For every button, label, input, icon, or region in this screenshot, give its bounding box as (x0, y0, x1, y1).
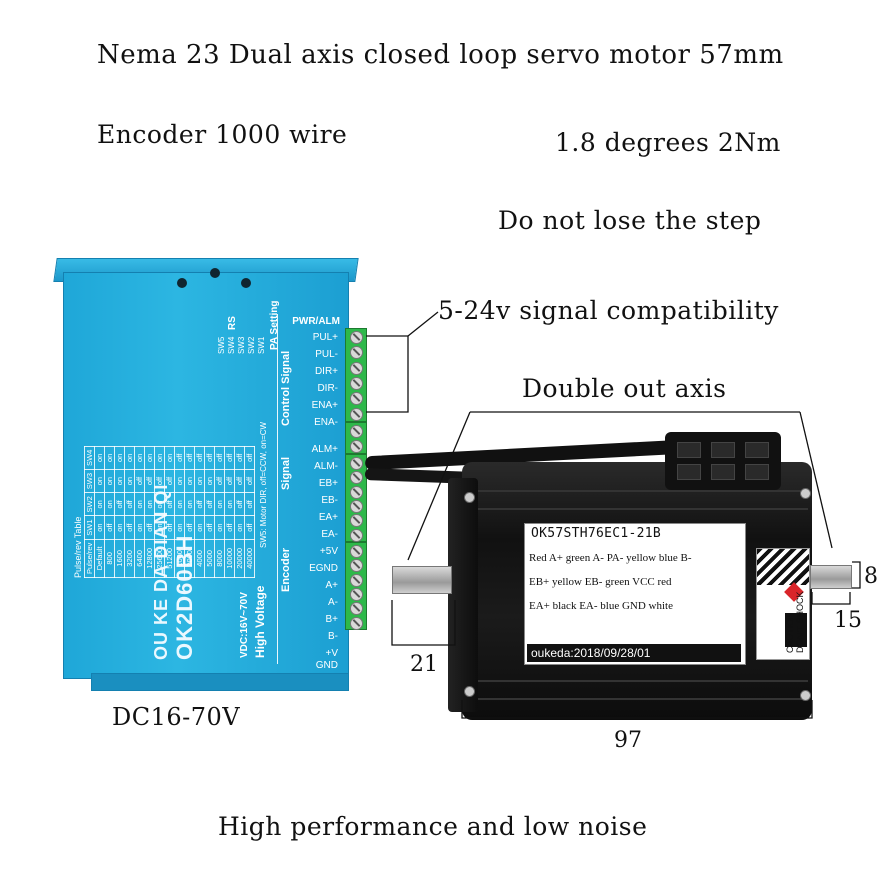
connector-pin-slot (711, 442, 735, 458)
connector-pin-slot (745, 464, 769, 480)
rear-shaft (810, 565, 852, 589)
rear-screw (800, 488, 811, 499)
step-caption: 1.8 degrees 2Nm (555, 128, 781, 157)
connector-pin-slot (711, 464, 735, 480)
terminal-screw (350, 485, 363, 499)
terminal-screw (350, 616, 363, 630)
motor-flange (448, 478, 478, 712)
terminal-label: ALM+ (311, 444, 338, 455)
terminal-label: PUL- (315, 349, 338, 360)
terminal-screw (350, 440, 363, 453)
terminal-screw (350, 602, 363, 616)
terminal-screw (350, 471, 363, 485)
terminal-label: B- (328, 631, 338, 642)
front-shaft (392, 566, 452, 594)
mount-hole (210, 268, 220, 278)
terminal-screw (350, 457, 363, 470)
mount-hole (177, 278, 187, 288)
motor-fin (478, 508, 808, 510)
terminal-screw (350, 346, 363, 360)
terminal-labels: PWR/ALM Control Signal Signal Encoder PU… (277, 314, 342, 671)
wiring-line: Red A+ green A- PA- yellow blue B- (529, 552, 692, 564)
encoder-connector (665, 432, 781, 490)
performance-caption: High performance and low noise (218, 812, 648, 841)
signal-caption: 5-24v signal compatibility (438, 296, 779, 325)
pwr-alm-label: PWR/ALM (292, 316, 340, 327)
terminal-screw (350, 588, 363, 601)
dim-front-shaft: 21 (410, 652, 438, 677)
terminal-block-encoder (345, 454, 367, 542)
servo-driver: OU KE DA DIAN QI OK2D60BH VDC:16V~70V Hi… (53, 258, 359, 691)
terminal-screw (350, 528, 363, 542)
mount-hole (241, 278, 251, 288)
connector-pin-slot (745, 442, 769, 458)
terminal-label: ALM- (314, 461, 338, 472)
terminal-label: EA- (321, 529, 338, 540)
sticker-black-block (785, 613, 807, 647)
terminal-block-alarm (345, 422, 367, 454)
motor-fin (478, 490, 808, 492)
hazard-stripes (757, 549, 809, 585)
terminal-label: EB- (321, 495, 338, 506)
terminal-label: EGND (309, 563, 338, 574)
terminal-screw (350, 331, 363, 344)
flange-screw (464, 492, 475, 503)
terminal-label: +5V (319, 546, 338, 557)
terminal-label: A+ (325, 580, 338, 591)
motor-fin (478, 698, 808, 700)
connector-pin-slot (677, 464, 701, 480)
terminal-screw (350, 425, 363, 438)
terminal-screw (350, 559, 363, 573)
terminal-label: ENA- (314, 417, 338, 428)
rear-screw (800, 690, 811, 701)
terminal-screw (350, 377, 363, 390)
terminal-screw (350, 573, 363, 587)
terminal-block-power (345, 542, 367, 630)
connector-pin-slot (677, 442, 701, 458)
encoder-caption: Encoder 1000 wire (97, 120, 348, 149)
voltage-caption: DC16-70V (112, 703, 241, 731)
double-axis-caption: Double out axis (522, 374, 727, 403)
terminal-screw (350, 500, 363, 513)
wiring-line: EB+ yellow EB- green VCC red (529, 576, 672, 588)
terminal-screw (350, 392, 363, 406)
motor-label: OK57STH76EC1-21B Red A+ green A- PA- yel… (524, 523, 746, 665)
terminal-label: A- (328, 597, 338, 608)
terminal-screw (350, 361, 363, 375)
caution-sticker: CAUTION DON'T SHOCK (756, 548, 810, 660)
terminal-screw (350, 407, 363, 421)
dim-rear-shaft-len: 15 (834, 608, 862, 633)
terminal-label: GND (315, 660, 338, 671)
terminal-label: DIR- (317, 383, 338, 394)
title-caption: Nema 23 Dual axis closed loop servo moto… (97, 40, 784, 70)
wiring-line: EA+ black EA- blue GND white (529, 600, 673, 612)
dim-body-length: 97 (614, 728, 642, 753)
terminal-label: DIR+ (314, 366, 338, 377)
terminal-screw (350, 545, 363, 558)
terminal-label: B+ (325, 614, 338, 625)
driver-bottom-edge (91, 673, 349, 691)
terminal-label: +V (325, 648, 338, 659)
terminal-label: ENA+ (311, 400, 338, 411)
terminal-label: EB+ (318, 478, 338, 489)
motor-serial: oukeda:2018/09/28/01 (527, 644, 741, 662)
terminal-label: PUL+ (312, 332, 338, 343)
terminal-block-control (345, 328, 367, 422)
motor-model: OK57STH76EC1-21B (531, 526, 662, 541)
terminal-screw (350, 514, 363, 528)
flange-screw (464, 686, 475, 697)
driver-front-panel (63, 272, 349, 679)
no-lose-caption: Do not lose the step (498, 206, 762, 235)
dim-rear-shaft-dia: 8 (864, 564, 878, 589)
terminal-label: EA+ (318, 512, 338, 523)
motor-fin (478, 680, 808, 682)
